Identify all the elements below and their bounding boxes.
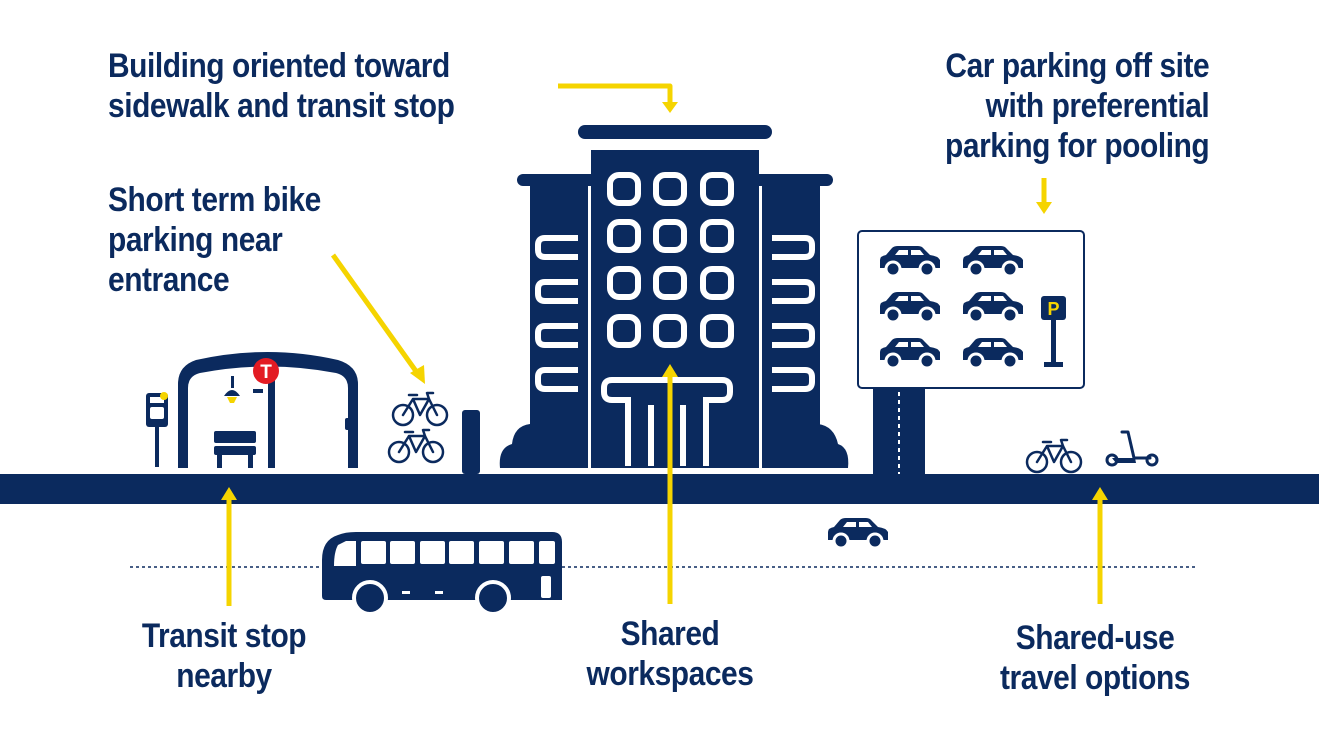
bicycle-icon	[387, 428, 445, 464]
office-building-icon	[517, 125, 833, 468]
label-shared-use: Shared-use travel options	[999, 619, 1191, 697]
transit-badge-text: T	[260, 362, 272, 383]
label-shared-workspaces: Shared workspaces	[586, 615, 754, 693]
parking-sign-text: P	[1047, 299, 1059, 319]
bus-icon	[322, 532, 562, 616]
label-transit-stop: Transit stop nearby	[141, 617, 307, 695]
bicycle-icon	[391, 391, 449, 427]
bicycle-icon	[1025, 438, 1083, 474]
label-building-oriented: Building oriented toward sidewalk and tr…	[108, 47, 455, 125]
arrow-icon	[662, 364, 678, 604]
scooter-icon	[1105, 430, 1159, 467]
label-bike-parking: Short term bike parking near entrance	[108, 181, 321, 299]
car-icon	[826, 516, 890, 550]
transit-badge-icon: T	[253, 358, 279, 384]
arrow-icon	[558, 83, 678, 113]
driveway	[873, 388, 925, 488]
parking-sign-icon: P	[1041, 296, 1066, 367]
arrow-icon	[330, 253, 425, 384]
sidewalk-band	[0, 474, 1319, 504]
label-car-parking: Car parking off site with preferential p…	[944, 47, 1210, 165]
bus-shelter-icon	[178, 352, 358, 468]
bollard	[462, 410, 480, 474]
arrow-icon	[1092, 487, 1108, 604]
bus-stop-sign-icon	[146, 392, 168, 467]
parking-lot: P	[857, 230, 1085, 389]
arrow-icon	[1036, 178, 1052, 214]
arrow-icon	[221, 487, 237, 606]
